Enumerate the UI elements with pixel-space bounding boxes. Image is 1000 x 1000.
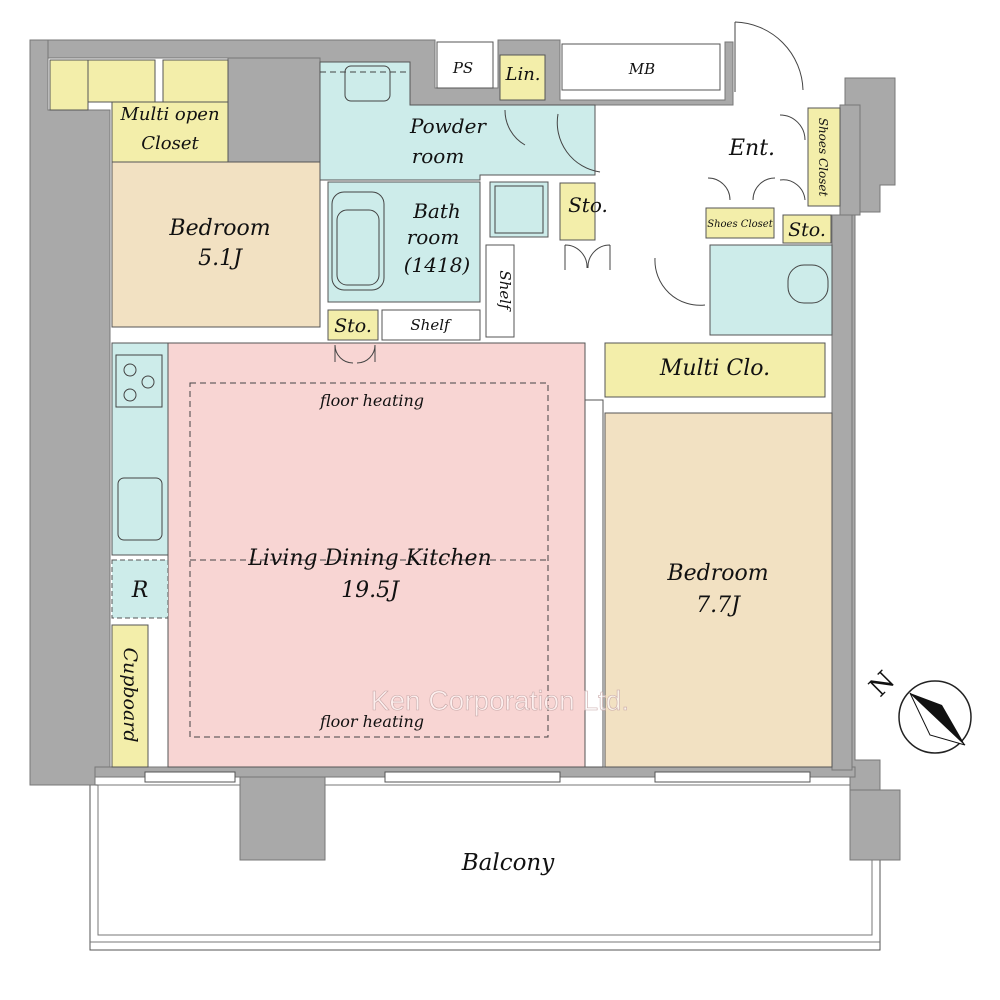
refrigerator-label: R (131, 578, 149, 603)
watermark: Ken Corporation Ltd. (371, 685, 629, 716)
shelf-horizontal-label: Shelf (410, 316, 452, 334)
balcony-label: Balcony (461, 850, 556, 876)
entrance-label: Ent. (728, 136, 775, 161)
meter-box (561, 43, 721, 91)
bedroom2-label: Bedroom (666, 561, 768, 586)
balcony: Balcony (89, 784, 881, 951)
linen-closet (499, 54, 546, 101)
entrance: Ent. Shoes Closet Shoes Closet (705, 21, 841, 239)
multi-closet (604, 342, 826, 398)
toilet: Sto. (709, 214, 833, 336)
compass-north-label: N (864, 666, 901, 703)
storage-wash (559, 182, 596, 241)
shelf-vertical-label: Shelf (496, 270, 514, 312)
kitchen-counter (111, 342, 169, 556)
shelf-horizontal (381, 309, 481, 341)
refrigerator-space (111, 559, 169, 619)
shelf-vertical (485, 244, 515, 338)
sto-wash-label: Sto. (568, 193, 608, 217)
bedroom-7-7j: Bedroom 7.7J (604, 412, 833, 768)
sto-toilet-label: Sto. (788, 219, 826, 241)
multi-open-closet-label-1: Multi open (119, 104, 219, 125)
powder-room-label-1: Powder (409, 114, 487, 138)
multi-open-closet-label-2: Closet (141, 133, 199, 154)
multi-open-closet: Multi open Closet (49, 59, 229, 163)
lin-label: Lin. (504, 64, 540, 85)
bedroom2-size: 7.7J (696, 593, 741, 618)
partition-wall (584, 399, 604, 768)
ldk-size: 19.5J (341, 578, 400, 603)
powder-room: Powder room (319, 61, 601, 181)
bathroom: Bath room (1418) (327, 181, 481, 303)
windows (144, 771, 811, 783)
mb-label: MB (628, 60, 655, 78)
sto-ldk-label: Sto. (334, 315, 372, 337)
multi-clo-label: Multi Clo. (659, 356, 770, 381)
ps-label: PS (452, 59, 473, 77)
shoes-closet-small-label: Shoes Closet (707, 219, 773, 230)
bath-label-2: room (407, 225, 460, 249)
cupboard (111, 624, 149, 768)
pipe-space (436, 41, 494, 89)
powder-room-label-2: room (412, 144, 465, 168)
bedroom1-label: Bedroom (168, 216, 270, 241)
shoes-closet-vertical-label: Shoes Closet (816, 118, 830, 197)
compass: N (864, 666, 972, 754)
ldk-label: Living Dining Kitchen (247, 546, 491, 571)
exterior-walls (29, 39, 901, 861)
cupboard-label: Cupboard (119, 647, 141, 742)
floor-heating-top: floor heating (319, 391, 424, 410)
bedroom-5-1j: Bedroom 5.1J (111, 161, 321, 328)
bath-label-1: Bath (412, 199, 461, 223)
washing-machine-space (489, 181, 549, 238)
bedroom1-size: 5.1J (198, 246, 243, 271)
living-dining-kitchen: R Cupboard floor heating floor heating L… (111, 342, 586, 768)
floor-heating-bottom: floor heating (319, 712, 424, 731)
storage-ldk (327, 309, 379, 341)
bath-label-3: (1418) (404, 253, 471, 277)
